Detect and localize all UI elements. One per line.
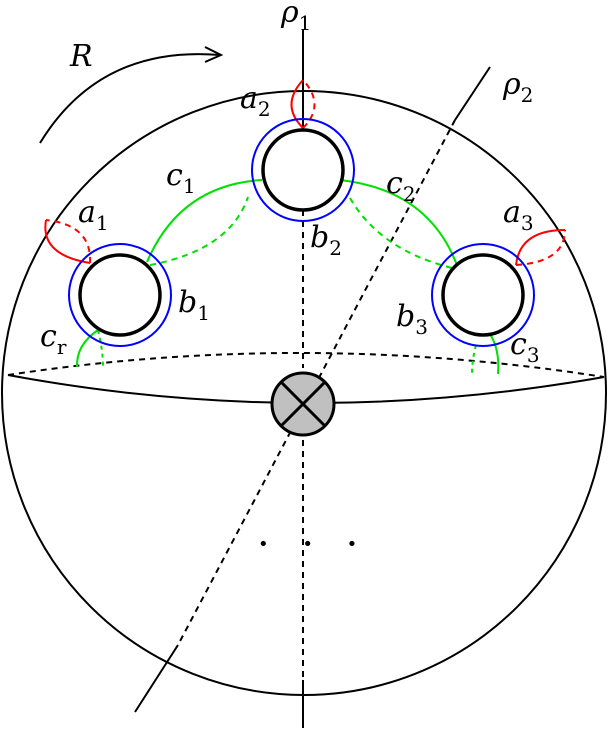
label-cr-base: c <box>40 319 57 354</box>
label-c1-base: c <box>166 158 183 193</box>
cr-curve-back <box>97 329 104 368</box>
label-a1-sub: 1 <box>96 211 109 235</box>
label-c3: c3 <box>510 327 540 367</box>
label-rho1-base: ρ <box>280 0 299 30</box>
label-cr: cr <box>40 319 67 359</box>
c2-curve-front <box>339 179 459 269</box>
b3-curve <box>431 243 535 347</box>
a2-curve-back <box>302 79 316 129</box>
label-b3: b3 <box>396 299 428 339</box>
c1-curve-back <box>149 196 249 266</box>
label-b2: b2 <box>310 220 342 260</box>
label-b3-sub: 3 <box>415 315 428 339</box>
label-a3-base: a <box>503 195 521 230</box>
hole-3 <box>441 253 525 337</box>
crosscap-stroke-2 <box>279 380 327 428</box>
ellipsis-dots: • • • <box>258 534 371 555</box>
label-b3-base: b <box>396 299 415 334</box>
label-c1: c1 <box>166 158 196 198</box>
a3-curve-front <box>515 229 566 266</box>
label-rho2-sub: 2 <box>521 83 534 107</box>
hole-1 <box>78 253 162 337</box>
c1-curve-front <box>146 179 263 263</box>
b2-curve <box>251 118 355 222</box>
hole-2 <box>261 128 345 212</box>
label-R: R <box>69 39 93 74</box>
a3-curve-back <box>515 229 566 266</box>
label-b1: b1 <box>178 285 210 325</box>
c2-curve-back <box>349 197 453 269</box>
label-rho1: ρ1 <box>280 0 311 35</box>
rho2-axis-bottom <box>134 644 179 713</box>
label-c3-sub: 3 <box>527 343 540 367</box>
label-c2: c2 <box>386 166 416 206</box>
label-a2: a2 <box>240 81 271 121</box>
label-c2-base: c <box>386 166 403 201</box>
label-a2-sub: 2 <box>258 97 271 121</box>
c3-curve-front <box>489 333 500 375</box>
rotation-arrowhead <box>204 46 224 63</box>
label-a3: a3 <box>503 195 534 235</box>
label-rho2: ρ2 <box>502 67 533 107</box>
label-a3-sub: 3 <box>521 211 534 235</box>
label-a2-base: a <box>240 81 258 116</box>
label-b1-base: b <box>178 285 197 320</box>
equator-back <box>7 351 605 378</box>
label-c1-sub: 1 <box>183 174 196 198</box>
label-b1-sub: 1 <box>197 301 210 325</box>
label-c3-base: c <box>510 327 527 362</box>
c3-curve-back <box>471 344 477 375</box>
label-b2-base: b <box>310 220 329 255</box>
label-rho1-sub: 1 <box>299 11 312 35</box>
label-a1-base: a <box>78 195 96 230</box>
label-cr-sub: r <box>57 335 67 359</box>
label-c2-sub: 2 <box>403 182 416 206</box>
label-rho2-base: ρ <box>502 67 521 102</box>
b1-curve <box>68 243 172 347</box>
label-a1: a1 <box>78 195 109 235</box>
cr-curve-front <box>75 329 99 368</box>
rotation-arrow <box>39 53 221 144</box>
rho2-axis-top <box>454 66 491 121</box>
a2-curve-front <box>290 79 304 129</box>
label-b2-sub: 2 <box>329 236 342 260</box>
